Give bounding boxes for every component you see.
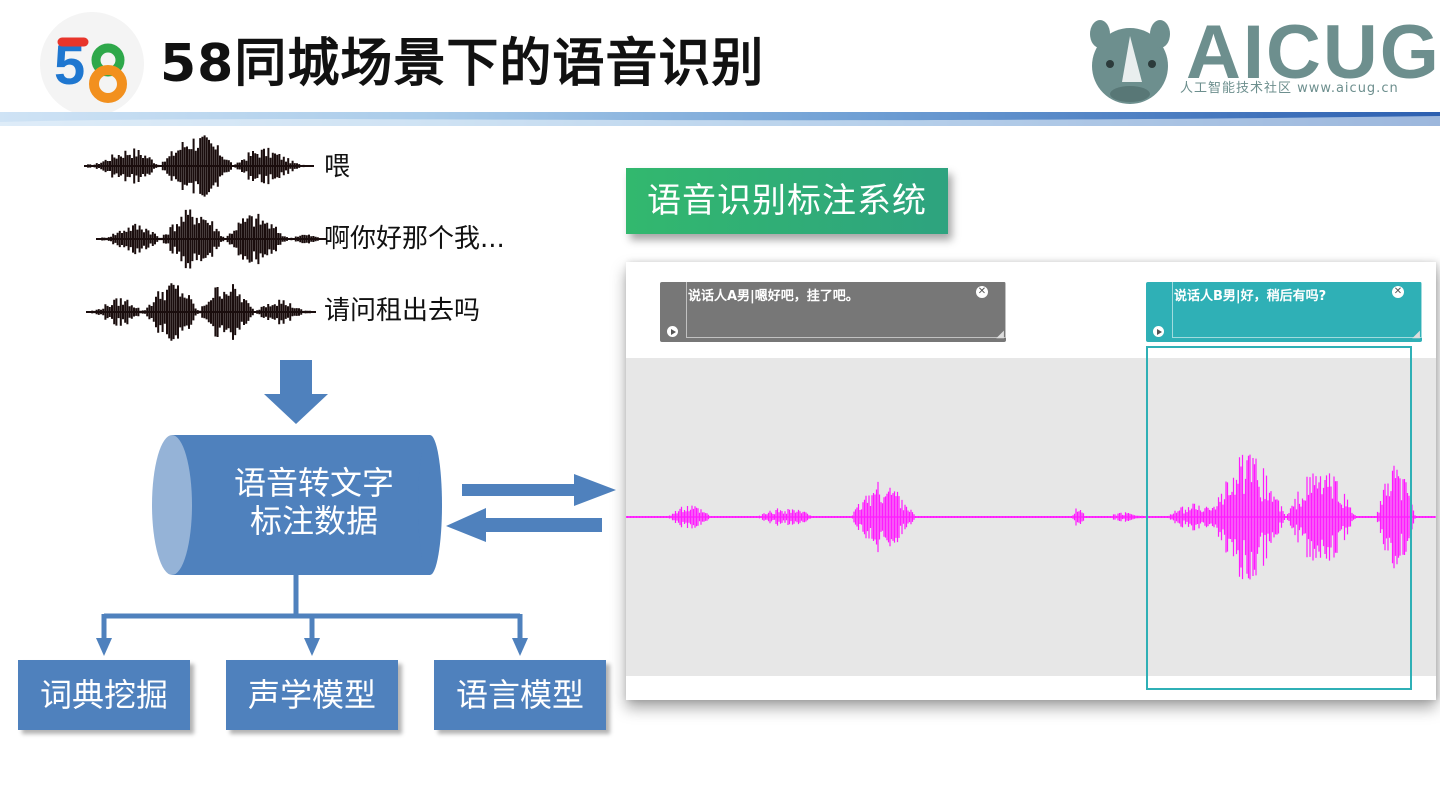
- play-icon[interactable]: [1153, 326, 1164, 337]
- header-divider-band: [0, 112, 1440, 126]
- tree-connectors: [104, 575, 520, 640]
- resize-grip-icon[interactable]: ◢: [996, 330, 1004, 340]
- utterance-text: 喂: [324, 150, 350, 184]
- utterance-text: 请问租出去吗: [324, 294, 480, 328]
- segment-note-b[interactable]: 说话人B男|好，稍后有吗? ✕ ◢: [1146, 282, 1422, 342]
- logo-58: 5: [40, 12, 144, 116]
- down-arrow-icon: [264, 360, 328, 424]
- data-store-label-line1: 语音转文字: [200, 464, 428, 502]
- play-icon[interactable]: [667, 326, 678, 337]
- right-arrow-icon: [462, 474, 616, 506]
- output-box-language-model: 语言模型: [434, 660, 606, 730]
- segment-note-text[interactable]: 说话人B男|好，稍后有吗?: [1174, 288, 1326, 306]
- audio-waveform-icon: [96, 203, 326, 275]
- output-box-dictionary-mining: 词典挖掘: [18, 660, 190, 730]
- audio-waveform-icon: [84, 130, 314, 202]
- segment-note-text[interactable]: 说话人A男|嗯好吧，挂了吧。: [688, 288, 859, 306]
- page-title: 58同城场景下的语音识别: [160, 24, 764, 104]
- data-store-label-line2: 标注数据: [200, 502, 428, 540]
- data-store-label: 语音转文字 标注数据: [200, 464, 428, 540]
- resize-grip-icon[interactable]: ◢: [1412, 330, 1420, 340]
- close-icon[interactable]: ✕: [976, 286, 988, 298]
- segment-note-a[interactable]: 说话人A男|嗯好吧，挂了吧。 ✕ ◢: [660, 282, 1006, 342]
- left-arrow-icon: [446, 508, 602, 542]
- system-label: 语音识别标注系统: [626, 168, 948, 234]
- utterance-text: 啊你好那个我...: [324, 222, 505, 256]
- output-box-acoustic-model: 声学模型: [226, 660, 398, 730]
- selected-region[interactable]: [1146, 346, 1412, 690]
- close-icon[interactable]: ✕: [1392, 286, 1404, 298]
- brand-tagline: 人工智能技术社区 www.aicug.cn: [1180, 80, 1399, 98]
- audio-waveform-icon: [86, 276, 316, 348]
